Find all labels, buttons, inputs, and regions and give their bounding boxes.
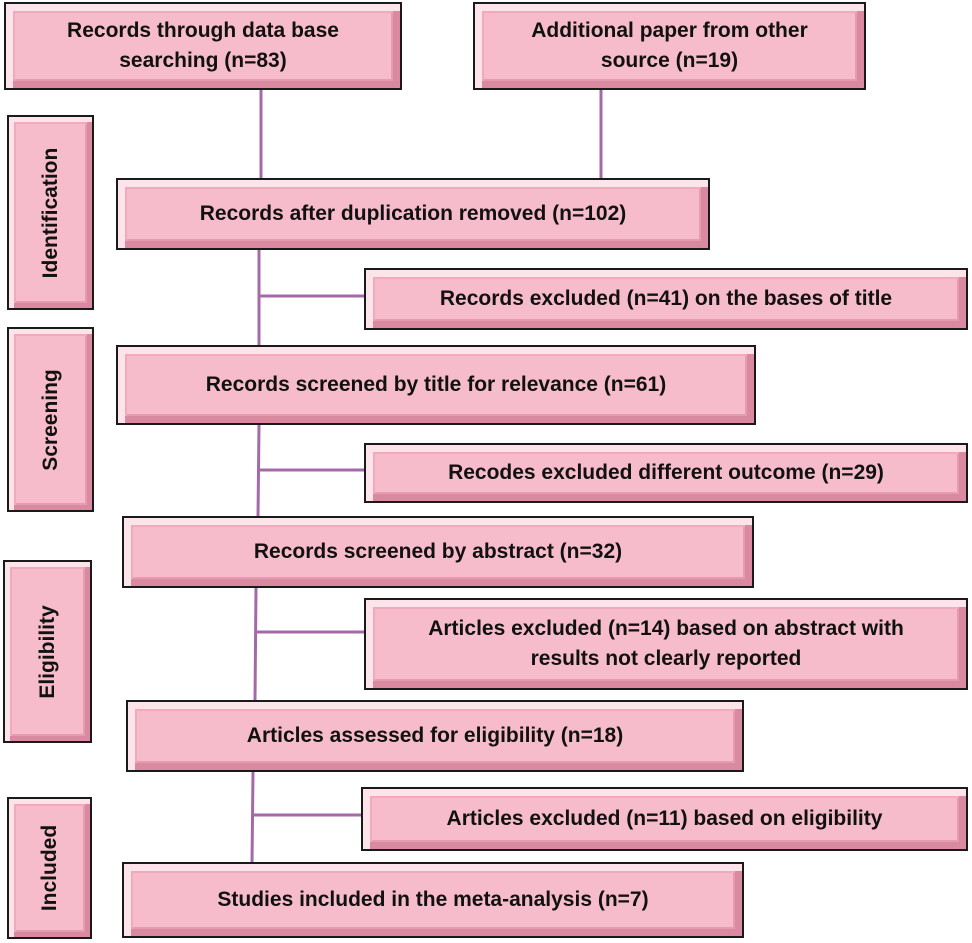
- database-search-line-1: Records through data base: [67, 18, 339, 42]
- screened-title-text: Records screened by title for relevance …: [205, 372, 667, 396]
- stage-screening: Screening: [7, 327, 94, 512]
- stage-included-label: Included: [37, 824, 61, 912]
- excluded-outcome-box: Recodes excluded different outcome (n=29…: [364, 443, 968, 503]
- screened-abstract-box: Records screened by abstract (n=32): [122, 516, 754, 588]
- stage-identification-label: Identification: [38, 147, 62, 278]
- excluded-eligibility-box: Articles excluded (n=11) based on eligib…: [361, 787, 968, 851]
- assessed-eligibility-text: Articles assessed for eligibility (n=18): [246, 723, 624, 747]
- excluded-outcome-text: Recodes excluded different outcome (n=29…: [448, 460, 884, 484]
- stage-eligibility: Eligibility: [3, 560, 92, 743]
- stage-identification: Identification: [7, 115, 94, 310]
- screened-abstract-text: Records screened by abstract (n=32): [253, 539, 623, 563]
- database-search-line-2: searching (n=83): [119, 49, 287, 72]
- excluded-abstract-box: Articles excluded (n=14) based on abstra…: [364, 598, 968, 690]
- after-duplicates-box: Records after duplication removed (n=102…: [116, 178, 710, 250]
- after-duplicates-text: Records after duplication removed (n=102…: [199, 201, 627, 225]
- screened-title-box: Records screened by title for relevance …: [116, 345, 756, 425]
- included-studies-text: Studies included in the meta-analysis (n…: [217, 887, 649, 911]
- included-studies-box: Studies included in the meta-analysis (n…: [122, 862, 744, 938]
- excluded-abstract-line-2: results not clearly reported: [530, 647, 802, 670]
- stage-included: Included: [7, 797, 92, 939]
- excluded-abstract-line-1: Articles excluded (n=14) based on abstra…: [428, 616, 904, 640]
- stage-eligibility-label: Eligibility: [35, 604, 59, 699]
- additional-sources-line-2: source (n=19): [600, 49, 739, 72]
- excluded-title-text: Records excluded (n=41) on the bases of …: [439, 286, 893, 310]
- stage-screening-label: Screening: [38, 368, 62, 471]
- assessed-eligibility-box: Articles assessed for eligibility (n=18): [126, 700, 744, 772]
- connector-main-3: [253, 587, 258, 701]
- additional-sources-box: Additional paper from other source (n=19…: [473, 2, 866, 90]
- database-search-box: Records through data base searching (n=8…: [4, 2, 402, 90]
- connector-main-4: [250, 771, 255, 865]
- additional-sources-line-1: Additional paper from other: [531, 18, 808, 42]
- excluded-eligibility-text: Articles excluded (n=11) based on eligib…: [446, 806, 883, 830]
- excluded-title-box: Records excluded (n=41) on the bases of …: [364, 268, 968, 330]
